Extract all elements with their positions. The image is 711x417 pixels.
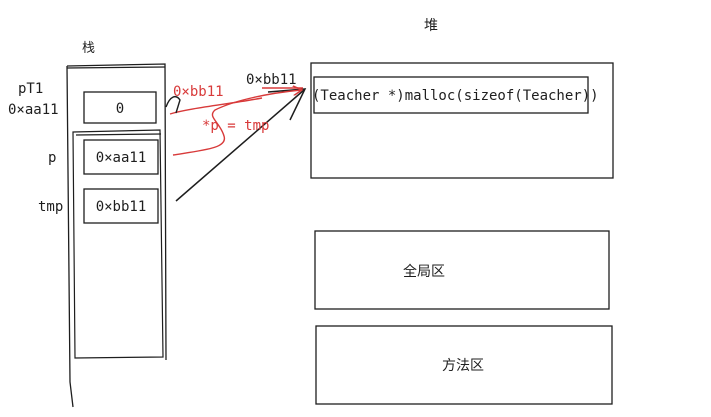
pt1-pointer-stroke xyxy=(165,95,181,114)
p-cell xyxy=(83,139,159,175)
red-address-annotation: 0×bb11 xyxy=(173,84,224,100)
tmp-to-heap-arrow xyxy=(175,88,307,202)
tmp-cell-value: 0×bb11 xyxy=(96,199,147,215)
pt1-cell-value: 0 xyxy=(116,101,124,117)
p-cell-value: 0×aa11 xyxy=(96,150,147,166)
stack-title: 栈 xyxy=(82,41,95,56)
heap-object-box xyxy=(313,76,589,114)
heap-expression: (Teacher *)malloc(sizeof(Teacher)) xyxy=(312,88,599,104)
p-label: p xyxy=(48,150,56,166)
assignment-annotation: *p = tmp xyxy=(202,118,269,134)
heap-title: 堆 xyxy=(424,18,438,34)
pt1-cell xyxy=(83,91,157,124)
method-area xyxy=(315,325,613,405)
stack-column xyxy=(66,63,167,408)
stack-frame xyxy=(72,129,164,359)
heap-area xyxy=(310,62,614,179)
pt1-address-label: 0×aa11 xyxy=(8,102,59,118)
global-area xyxy=(314,230,610,310)
tmp-label: tmp xyxy=(38,199,63,215)
pt1-label: pT1 xyxy=(18,81,43,97)
method-area-label: 方法区 xyxy=(442,358,484,374)
tmp-cell xyxy=(83,188,159,224)
heap-address: 0×bb11 xyxy=(246,72,297,88)
global-area-label: 全局区 xyxy=(403,263,445,280)
